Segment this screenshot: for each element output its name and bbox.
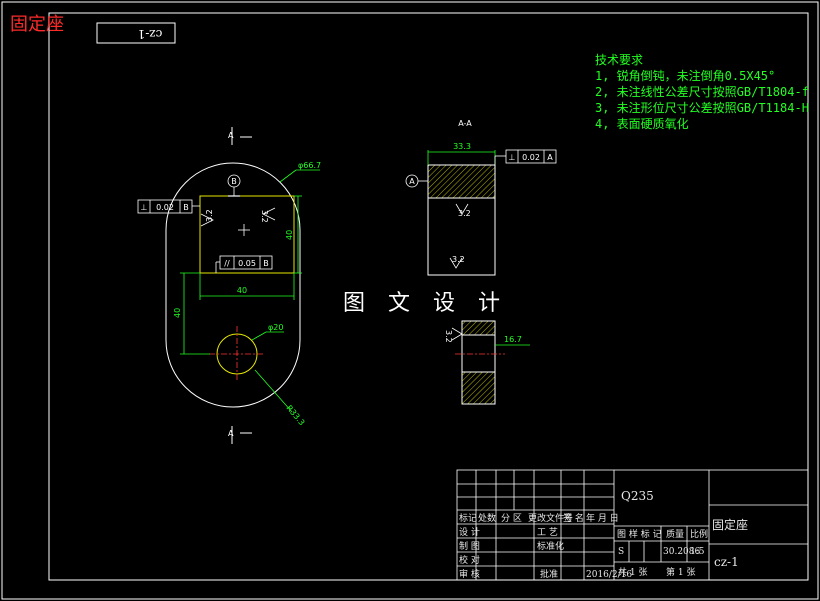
tb-material: Q235 bbox=[621, 489, 654, 503]
tb-left-label-0: 设 计 bbox=[459, 526, 480, 538]
tb-row-label-5: 年 月 日 bbox=[586, 512, 619, 524]
tb-drawing-no: cz-1 bbox=[714, 555, 739, 569]
tb-sheet-no: 第 1 张 bbox=[666, 566, 695, 578]
tol-frame-par-b bbox=[219, 255, 273, 270]
corner-title: 固定座 bbox=[10, 14, 64, 35]
title-block bbox=[456, 469, 809, 581]
dim-hole-dia: φ20 bbox=[268, 323, 283, 332]
tb-row-label-2: 分 区 bbox=[501, 513, 522, 524]
tb-row-label-3: 更改文件号 bbox=[528, 512, 573, 524]
datum-a-label: A bbox=[409, 177, 415, 186]
tech-req-item-3: 3, 未注形位尺寸公差按照GB/T1184-H bbox=[595, 100, 809, 115]
section-view: A-A 33.3 A ⊥ 0.02 A 3.2 3.2 bbox=[405, 119, 557, 405]
section-hatch-top bbox=[427, 164, 496, 199]
roughness-5: 3.2 bbox=[444, 330, 453, 343]
tb-part-name: 固定座 bbox=[712, 517, 748, 532]
inner-border bbox=[48, 12, 809, 581]
roughness-2: 3.2 bbox=[260, 210, 269, 223]
tb-stage-header-2: 比例 bbox=[690, 528, 708, 540]
roughness-1: 3.2 bbox=[205, 209, 214, 222]
tb-standard-label: 标准化 bbox=[537, 540, 564, 552]
tb-row-label-4: 签 名 bbox=[563, 512, 584, 524]
dim-outer-dia: φ66.7 bbox=[298, 161, 321, 170]
tb-approve-label: 批准 bbox=[540, 568, 558, 580]
tol-perp-a-symbol: ⊥ bbox=[509, 153, 516, 162]
dim-section-w: 33.3 bbox=[453, 142, 471, 151]
tb-row-label-1: 处数 bbox=[478, 512, 496, 524]
tol-frame-perp-b bbox=[137, 199, 193, 214]
tol-perp-a-datum: A bbox=[547, 153, 553, 162]
tb-left-label-3: 审 核 bbox=[459, 568, 480, 580]
tol-perp-a-value: 0.02 bbox=[522, 153, 540, 162]
tb-stage-header-1: 质量 bbox=[666, 528, 684, 540]
tb-stage-header-0: 图 样 标 记 bbox=[617, 528, 662, 540]
tb-left-label-1: 制 图 bbox=[459, 540, 480, 552]
tol-perp-b-datum: B bbox=[183, 203, 189, 212]
watermark: 图 文 设 计 bbox=[343, 291, 508, 316]
front-view: A A B ⊥ 0.02 B // 0.05 B 3.2 3.2 bbox=[137, 127, 321, 444]
tb-date: 2016/2/16 bbox=[586, 570, 632, 580]
tb-weight: 30.2086 bbox=[663, 547, 700, 557]
tol-perp-b-symbol: ⊥ bbox=[141, 203, 148, 212]
tb-process-label: 工 艺 bbox=[537, 527, 558, 538]
section-marker-bottom: A bbox=[228, 429, 234, 438]
tech-req-item-4: 4, 表面硬质氧化 bbox=[595, 117, 689, 131]
tb-sheets-total: 共 1 张 bbox=[618, 567, 647, 578]
dim-radius: R33.3 bbox=[284, 404, 306, 428]
dim-square-w: 40 bbox=[237, 286, 247, 295]
drawing-code-box-text: cz-1 bbox=[138, 27, 163, 41]
dim-square-h: 40 bbox=[285, 230, 294, 240]
roughness-3: 3.2 bbox=[458, 209, 471, 218]
tol-frame-perp-a bbox=[505, 149, 557, 164]
tb-scale: 1:5 bbox=[690, 547, 705, 557]
square-pocket bbox=[199, 195, 295, 274]
tech-req-heading: 技术要求 bbox=[595, 53, 643, 67]
dim-lower-w: 16.7 bbox=[504, 335, 522, 344]
roughness-4: 3.2 bbox=[452, 255, 465, 264]
tb-left-label-2: 校 对 bbox=[459, 554, 480, 566]
plate-outline bbox=[165, 162, 301, 408]
tol-par-b-datum: B bbox=[263, 259, 269, 268]
tol-par-b-symbol: // bbox=[224, 259, 230, 268]
section-label: A-A bbox=[458, 119, 472, 128]
tech-req-item-2: 2, 未注线性公差尺寸按照GB/T1804-f bbox=[595, 84, 809, 99]
tol-par-b-value: 0.05 bbox=[238, 259, 256, 268]
tb-row-label-0: 标记 bbox=[459, 512, 477, 524]
tech-req-item-1: 1, 锐角倒钝，未注倒角0.5X45° bbox=[595, 68, 775, 83]
drawing-code-box bbox=[96, 22, 176, 44]
tol-perp-b-value: 0.02 bbox=[156, 203, 174, 212]
section-marker-top: A bbox=[228, 131, 234, 140]
tb-stage-mark: S bbox=[618, 547, 624, 557]
dim-hole-offset: 40 bbox=[173, 308, 182, 318]
datum-b-label: B bbox=[231, 177, 237, 186]
